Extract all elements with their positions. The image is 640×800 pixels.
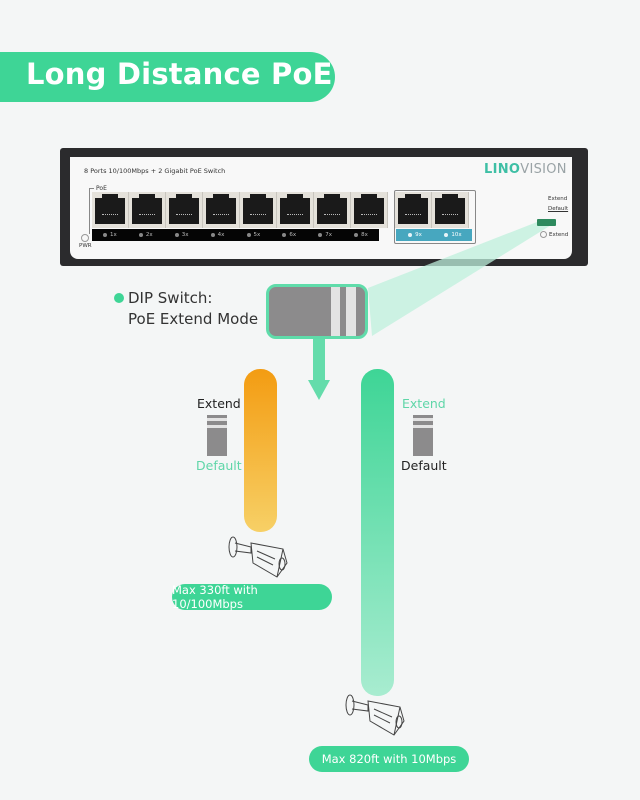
rj45-port — [203, 192, 240, 228]
rj45-port — [432, 192, 469, 228]
gigabit-ports — [395, 192, 469, 228]
power-led-icon — [81, 234, 90, 242]
port-led: 7x — [307, 229, 343, 241]
led-dot-icon — [408, 233, 413, 237]
rj45-port — [166, 192, 203, 228]
led-dot-icon — [282, 233, 287, 237]
poe-label: PoE — [96, 185, 107, 192]
port-label: 9x — [415, 232, 422, 238]
range-badge-extend: Max 820ft with 10Mbps — [309, 746, 469, 772]
port-label: 8x — [361, 232, 368, 238]
dip-switch-enlarged — [266, 284, 368, 339]
title-banner — [0, 52, 335, 102]
switch-model-text: 8 Ports 10/100Mbps + 2 Gigabit PoE Switc… — [84, 167, 226, 175]
port-led: 10x — [434, 229, 472, 241]
camera-icon — [228, 536, 288, 578]
port-label: 2x — [145, 232, 153, 238]
fast-port-led-strip: 1x 2x 3x 4x 5x 6x 7x 8x — [92, 229, 379, 241]
dip-extend-label: Extend — [548, 196, 568, 202]
port-led: 2x — [128, 229, 164, 241]
port-label: 10x — [451, 232, 462, 238]
port-led: 1x — [92, 229, 128, 241]
down-arrow-head-icon — [308, 380, 330, 400]
mode1-top-label: Extend — [197, 396, 241, 411]
rj45-port — [395, 192, 432, 228]
brand-logo: LINOVISION — [484, 162, 567, 177]
dip-caption-line1: DIP Switch: — [128, 289, 213, 307]
dip-stripe — [346, 287, 356, 336]
port-led: 6x — [271, 229, 307, 241]
range-bar-extend — [361, 369, 394, 696]
dip-caption-line2: PoE Extend Mode — [128, 310, 259, 328]
mode1-bottom-label: Default — [196, 458, 242, 473]
dip-switch-caption: DIP Switch: PoE Extend Mode — [128, 288, 258, 330]
led-dot-icon — [103, 233, 108, 237]
fast-ethernet-ports — [92, 192, 388, 228]
range-bar-default — [244, 369, 277, 532]
led-dot-icon — [246, 233, 251, 237]
down-arrow-icon — [313, 339, 325, 381]
mode2-switch-icon — [413, 415, 433, 456]
led-dot-icon — [174, 233, 179, 237]
port-label: 6x — [289, 232, 297, 238]
power-label: PWR — [79, 243, 92, 249]
led-dot-icon — [318, 233, 323, 237]
gigabit-led-strip: 9x 10x — [396, 229, 472, 241]
mode2-top-label: Extend — [402, 396, 446, 411]
rj45-port — [314, 192, 351, 228]
port-label: 5x — [253, 232, 261, 238]
extend-led-icon — [540, 231, 547, 238]
port-led: 9x — [396, 229, 434, 241]
extend-indicator: Extend — [540, 231, 568, 238]
dip-switch[interactable] — [537, 219, 556, 226]
port-label: 7x — [325, 232, 333, 238]
camera-icon — [345, 694, 405, 736]
mode2-bottom-label: Default — [401, 458, 447, 473]
port-label: 3x — [181, 232, 189, 238]
power-indicator: PWR — [79, 234, 92, 249]
rj45-port — [92, 192, 129, 228]
port-led: 5x — [236, 229, 272, 241]
range-badge-default: Max 330ft with 10/100Mbps — [172, 583, 332, 611]
rj45-port — [277, 192, 314, 228]
port-led: 4x — [200, 229, 236, 241]
port-label: 4x — [217, 232, 225, 238]
extend-led-label: Extend — [549, 231, 569, 238]
brand-part-1: LINO — [484, 162, 521, 177]
rj45-port — [129, 192, 166, 228]
bullet-dot-icon — [114, 293, 124, 303]
rj45-port — [351, 192, 388, 228]
led-dot-icon — [354, 233, 359, 237]
port-led: 3x — [164, 229, 200, 241]
led-dot-icon — [138, 233, 143, 237]
gigabit-port-box — [394, 190, 476, 244]
poe-bracket — [89, 188, 94, 234]
dip-default-label: Default — [548, 206, 569, 212]
led-dot-icon — [444, 233, 449, 237]
page-title: Long Distance PoE — [26, 57, 333, 91]
led-dot-icon — [210, 233, 215, 237]
mode1-switch-icon — [207, 415, 227, 456]
rj45-port — [240, 192, 277, 228]
port-label: 1x — [110, 232, 117, 238]
brand-part-2: VISION — [520, 162, 567, 177]
dip-stripe — [331, 287, 340, 336]
port-led: 8x — [343, 229, 379, 241]
